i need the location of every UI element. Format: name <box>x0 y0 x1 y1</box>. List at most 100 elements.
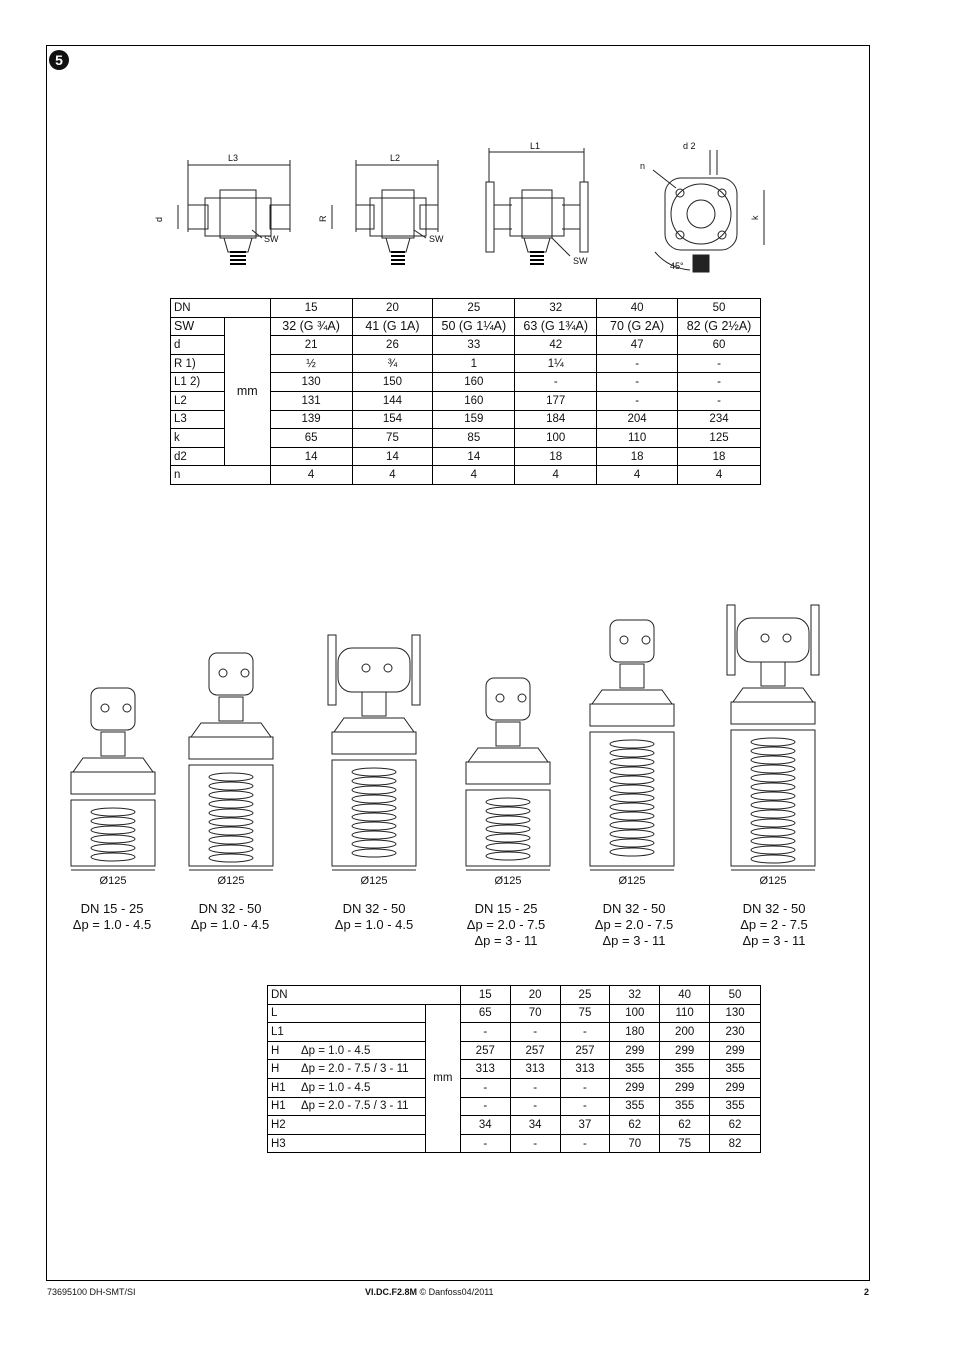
cell: 313 <box>559 1059 611 1079</box>
table-row: R 1) ½ ¾ 1 1¼ - - <box>170 353 761 374</box>
table-header-row: DN 15 20 25 32 40 50 <box>267 985 761 1005</box>
label-r: R <box>318 215 328 222</box>
row-label-main: L1 <box>271 1025 284 1038</box>
cell: 33 <box>432 335 516 355</box>
cell: 63 (G 1¾A) <box>514 316 598 337</box>
cell: 130 <box>269 372 353 392</box>
actuator-caption-5: DN 32 - 50 Δp = 2.0 - 7.5 Δp = 3 - 11 <box>574 901 694 949</box>
actuator-drawing: Ø125 <box>589 619 675 887</box>
cell: 130 <box>709 1003 761 1024</box>
row-label-sub: Δp = 1.0 - 4.5 <box>301 1081 371 1094</box>
unit-cell: mm <box>424 1003 461 1154</box>
cell: 299 <box>659 1077 711 1098</box>
row-label: L2 <box>170 390 225 411</box>
caption-dp: Δp = 3 - 11 <box>602 933 666 948</box>
table-row: d2 14 14 14 18 18 18 <box>170 446 761 467</box>
cell: - <box>459 1133 511 1154</box>
footer-ref-line: VI.DC.F2.8M © Danfoss04/2011 <box>365 1287 494 1297</box>
cell: 299 <box>659 1040 711 1061</box>
cell: 355 <box>709 1096 761 1117</box>
cell: - <box>459 1022 511 1042</box>
caption-dp: Δp = 1.0 - 4.5 <box>190 917 270 932</box>
cell: 355 <box>609 1059 661 1079</box>
actuator-caption-2: DN 32 - 50 Δp = 1.0 - 4.5 <box>170 901 290 933</box>
cell: 355 <box>659 1059 711 1079</box>
cell: 18 <box>596 446 679 467</box>
row-label: SW <box>170 316 225 337</box>
cell: 139 <box>269 409 353 430</box>
cell: 355 <box>659 1096 711 1117</box>
footer-ref: VI.DC.F2.8M <box>365 1287 418 1297</box>
cell: - <box>677 372 761 392</box>
cell: 4 <box>269 465 353 485</box>
cell: 299 <box>609 1040 661 1061</box>
section-number-badge: 5 <box>49 50 69 70</box>
cell: 257 <box>509 1040 561 1061</box>
cell: 4 <box>677 465 761 485</box>
cell: 150 <box>351 372 434 392</box>
cell: 100 <box>514 428 598 448</box>
cell: 184 <box>514 409 598 430</box>
cell: 299 <box>609 1077 661 1098</box>
cell: 65 <box>269 428 353 448</box>
row-label-main: H1 <box>271 1100 286 1113</box>
cell: - <box>559 1022 611 1042</box>
cell: 1¼ <box>514 353 598 374</box>
cell: - <box>559 1096 611 1117</box>
footer-doc-code: 73695100 DH-SMT/SI <box>47 1287 136 1297</box>
row-label-main: H <box>271 1044 280 1057</box>
cell: 65 <box>459 1003 511 1024</box>
table-row: L1 2) 130 150 160 - - - <box>170 372 761 392</box>
row-label: k <box>170 428 225 448</box>
cell: 234 <box>677 409 761 430</box>
table-row: L3 139 154 159 184 204 234 <box>170 409 761 430</box>
header-cell: DN <box>170 298 271 318</box>
cell: 100 <box>609 1003 661 1024</box>
cell: ½ <box>269 353 353 374</box>
header-cell: 40 <box>596 298 679 318</box>
cell: 34 <box>509 1115 561 1135</box>
label-k: k <box>750 215 760 220</box>
actuator-caption-4: DN 15 - 25 Δp = 2.0 - 7.5 Δp = 3 - 11 <box>446 901 566 949</box>
row-label-main: H <box>271 1063 280 1076</box>
label-l1: L1 <box>530 141 540 151</box>
threaded-valve-drawing-2 <box>331 160 439 265</box>
row-label-sub: Δp = 2.0 - 7.5 / 3 - 11 <box>301 1063 409 1076</box>
header-cell: 15 <box>269 298 353 318</box>
cell: 355 <box>609 1096 661 1117</box>
row-label-main: H1 <box>271 1081 286 1094</box>
table-row: L1 - - - 180 200 230 <box>267 1022 761 1042</box>
threaded-valve-drawing-1 <box>177 160 291 265</box>
cell: 62 <box>609 1115 661 1135</box>
row-label: L <box>267 1003 426 1024</box>
cell: 204 <box>596 409 679 430</box>
cell: 14 <box>432 446 516 467</box>
caption-dn: DN 32 - 50 <box>602 901 666 916</box>
cell: - <box>459 1077 511 1098</box>
caption-dn: DN 15 - 25 <box>474 901 538 916</box>
cell: 125 <box>677 428 761 448</box>
flanged-valve-drawing <box>485 148 589 265</box>
label-sw-3: SW <box>573 256 588 266</box>
cell: 313 <box>459 1059 511 1079</box>
table-header-row: DN 15 20 25 32 40 50 <box>170 298 761 318</box>
table-row: k 65 75 85 100 110 125 <box>170 428 761 448</box>
header-cell: 25 <box>559 985 611 1005</box>
cell: 85 <box>432 428 516 448</box>
cell: 26 <box>351 335 434 355</box>
header-cell: 20 <box>509 985 561 1005</box>
cell: 70 (G 2A) <box>596 316 679 337</box>
cell: 160 <box>432 390 516 411</box>
label-d2: d 2 <box>683 141 696 151</box>
row-label: H Δp = 2.0 - 7.5 / 3 - 11 <box>267 1059 426 1079</box>
cell: 70 <box>609 1133 661 1154</box>
table-row: L2 131 144 160 177 - - <box>170 390 761 411</box>
label-n: n <box>640 161 645 171</box>
diameter-label: Ø125 <box>361 875 388 887</box>
label-45: 45° <box>670 261 684 271</box>
cell: 4 <box>351 465 434 485</box>
cell: 75 <box>351 428 434 448</box>
